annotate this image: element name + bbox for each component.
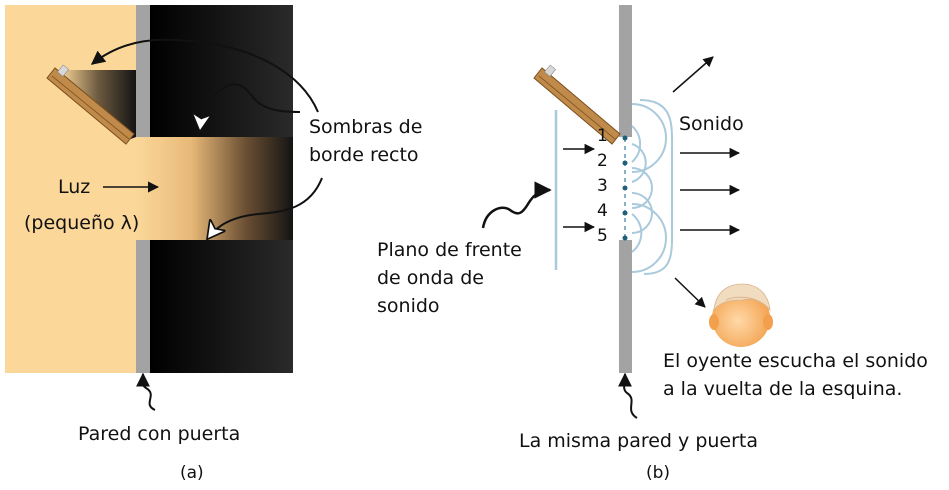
wall-pointer-a <box>135 372 156 411</box>
listener-head-icon <box>709 283 773 347</box>
light-region <box>5 5 136 373</box>
light-beam <box>136 137 293 240</box>
shadow-label-1: Sombras de <box>309 116 422 138</box>
wall-upper-b <box>619 5 632 137</box>
source-number-5: 5 <box>597 226 608 246</box>
listener-label-1: El oyente escucha el sonido <box>663 350 928 372</box>
source-dot-4 <box>622 210 628 216</box>
listener-label-2: a la vuelta de la esquina. <box>663 378 902 400</box>
light-label-1: Luz <box>58 176 90 198</box>
light-label-2: (pequeño λ) <box>24 212 139 234</box>
source-dot-5 <box>622 235 628 241</box>
wall-lower-b <box>619 240 632 373</box>
source-number-1: 1 <box>597 126 608 146</box>
source-dot-2 <box>622 160 628 166</box>
source-number-2: 2 <box>597 151 608 171</box>
source-dot-1 <box>622 135 628 141</box>
shadow-pointer-2 <box>200 83 301 130</box>
wall-pointer-b <box>617 372 638 419</box>
wavefront-label-2: de onda de <box>377 267 484 289</box>
door-icon <box>46 64 135 145</box>
source-number-3: 3 <box>597 176 608 196</box>
wavefront-label-3: sonido <box>377 295 440 317</box>
shadow-label-2: borde recto <box>309 144 419 166</box>
wavefront-label-1: Plano de frente <box>377 239 522 261</box>
panel-b: 1 2 3 4 5 Sonido <box>377 5 928 483</box>
outgoing-arrow-up <box>672 56 714 93</box>
caption-a: (a) <box>180 463 204 483</box>
source-number-4: 4 <box>597 201 608 221</box>
shadow-pointer-3 <box>208 177 323 238</box>
caption-b: (b) <box>646 463 670 483</box>
wall-lower <box>136 240 150 373</box>
shadow-pointer-1 <box>90 38 319 113</box>
huygens-wavelets <box>631 99 673 275</box>
wavefront-pointer <box>481 181 552 229</box>
wall-label-a: Pared con puerta <box>78 423 240 445</box>
outgoing-arrow-down <box>674 277 706 308</box>
wall-label-b: La misma pared y puerta <box>519 430 758 452</box>
source-dot-3 <box>622 185 628 191</box>
door-icon <box>533 64 621 145</box>
sound-label: Sonido <box>679 113 744 135</box>
wall-upper <box>136 5 150 137</box>
panel-a: Luz (pequeño λ) Sombras de borde recto P… <box>5 5 422 483</box>
